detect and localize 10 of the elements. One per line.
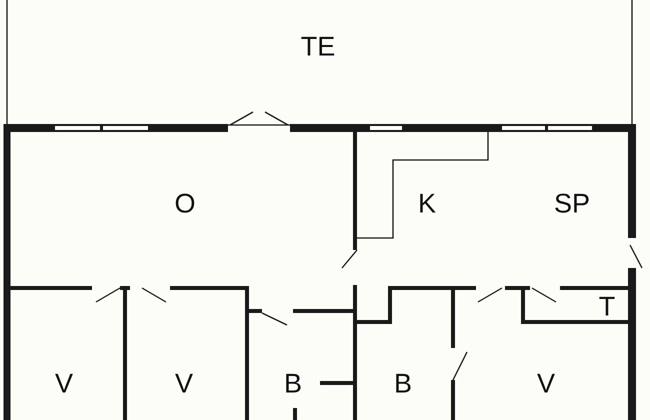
room-label: V: [55, 370, 73, 398]
room-label: SP: [554, 190, 590, 218]
room-label: V: [175, 370, 193, 398]
room-label: B: [394, 370, 412, 398]
room-label: O: [174, 190, 196, 218]
room-label: B: [284, 370, 302, 398]
room-label: T: [598, 294, 616, 320]
room-label: K: [418, 190, 436, 218]
room-label: V: [537, 370, 555, 398]
room-label: TE: [300, 34, 336, 60]
